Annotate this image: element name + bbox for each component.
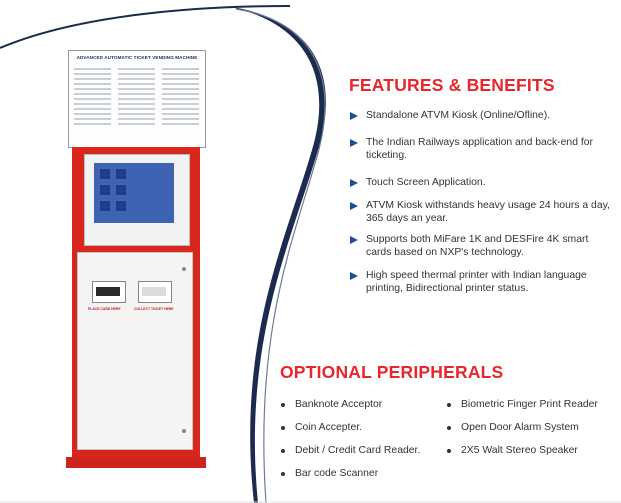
kiosk-lower-door: PLACE CARD HERE COLLECT TICKET HERE — [77, 252, 193, 450]
features-list: Standalone ATVM Kiosk (Online/Ofline). T… — [350, 110, 612, 298]
dot-bullet-icon — [281, 426, 285, 430]
peripherals-list-right: Biometric Finger Print Reader Open Door … — [447, 399, 598, 468]
kiosk-instruction-column — [160, 65, 201, 143]
arrow-bullet-icon — [350, 112, 358, 120]
arrow-bullet-icon — [350, 179, 358, 187]
dot-bullet-icon — [281, 403, 285, 407]
kiosk-instruction-column — [116, 65, 157, 143]
peripherals-list-left: Banknote Acceptor Coin Accepter. Debit /… — [281, 399, 420, 491]
ticket-slot — [138, 281, 172, 303]
peripheral-item: Biometric Finger Print Reader — [447, 399, 598, 422]
dot-bullet-icon — [281, 472, 285, 476]
card-slot-label: PLACE CARD HERE — [88, 307, 121, 311]
peripheral-item: Debit / Credit Card Reader. — [281, 445, 420, 468]
dot-bullet-icon — [447, 449, 451, 453]
arrow-bullet-icon — [350, 202, 358, 210]
peripheral-item: 2X5 Walt Stereo Speaker — [447, 445, 598, 468]
peripheral-item: Open Door Alarm System — [447, 422, 598, 445]
peripheral-item: Coin Accepter. — [281, 422, 420, 445]
kiosk-touch-screen — [94, 163, 174, 223]
feature-item: Touch Screen Application. — [350, 177, 612, 200]
ticket-slot-label: COLLECT TICKET HERE — [134, 307, 174, 311]
kiosk-instruction-column — [72, 65, 113, 143]
feature-item: Standalone ATVM Kiosk (Online/Ofline). — [350, 110, 612, 137]
feature-item: Supports both MiFare 1K and DESFire 4K s… — [350, 234, 612, 270]
arrow-bullet-icon — [350, 236, 358, 244]
features-title: FEATURES & BENEFITS — [349, 75, 555, 95]
peripheral-item: Banknote Acceptor — [281, 399, 420, 422]
kiosk-base — [66, 457, 206, 468]
optional-peripherals-title: OPTIONAL PERIPHERALS — [280, 362, 504, 382]
dot-bullet-icon — [447, 403, 451, 407]
lock-icon — [182, 429, 186, 433]
feature-item: The Indian Railways application and back… — [350, 137, 612, 177]
feature-item: ATVM Kiosk withstands heavy usage 24 hou… — [350, 200, 612, 234]
feature-item: High speed thermal printer with Indian l… — [350, 270, 612, 298]
arrow-bullet-icon — [350, 272, 358, 280]
atvm-kiosk-image: ADVANCED AUTOMATIC TICKET VENDING MACHIN… — [66, 45, 206, 475]
card-slot — [92, 281, 126, 303]
kiosk-header-title: ADVANCED AUTOMATIC TICKET VENDING MACHIN… — [76, 55, 198, 60]
arrow-bullet-icon — [350, 139, 358, 147]
dot-bullet-icon — [447, 426, 451, 430]
peripheral-item: Bar code Scanner — [281, 468, 420, 491]
lock-icon — [182, 267, 186, 271]
dot-bullet-icon — [281, 449, 285, 453]
kiosk-header-panel: ADVANCED AUTOMATIC TICKET VENDING MACHIN… — [68, 50, 206, 148]
